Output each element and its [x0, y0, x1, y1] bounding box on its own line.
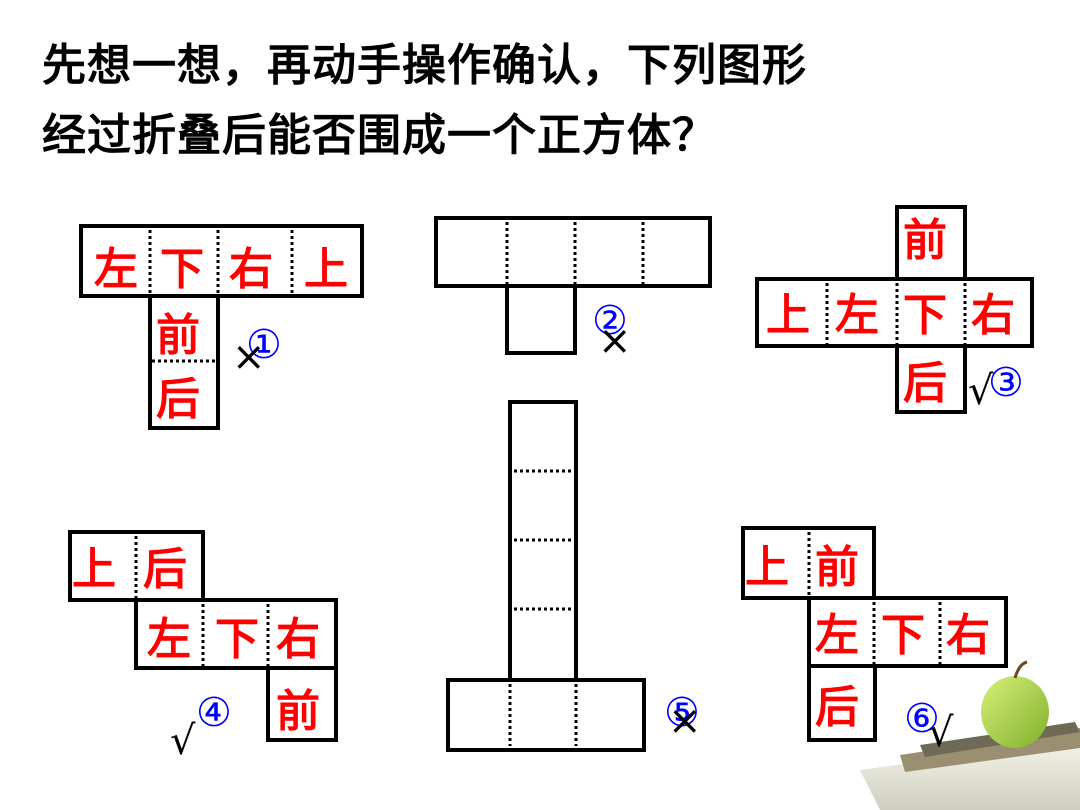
net-4 [68, 530, 338, 742]
face-down: 下 [903, 290, 947, 341]
face-up: 上 [72, 544, 116, 595]
face-right: 右 [276, 614, 320, 665]
apple-books-decoration [860, 660, 1080, 810]
face-front: 前 [815, 542, 859, 593]
face-down: 下 [881, 610, 925, 661]
net-2 [434, 216, 712, 355]
face-back: 后 [903, 358, 947, 409]
face-back: 后 [156, 374, 200, 425]
face-front: 前 [156, 310, 200, 361]
face-down: 下 [215, 614, 259, 665]
face-right: 右 [946, 610, 990, 661]
face-left: 左 [94, 244, 138, 295]
face-left: 左 [835, 290, 879, 341]
figure-number-5: ⑤ [664, 690, 700, 736]
face-up: 上 [766, 290, 810, 341]
face-right: 右 [229, 244, 273, 295]
net-3 [755, 205, 1034, 414]
net-1 [79, 224, 364, 430]
face-front: 前 [276, 686, 320, 737]
face-back: 后 [143, 544, 187, 595]
answer-mark-5: × [668, 698, 702, 744]
net-5 [446, 400, 646, 752]
face-up: 上 [304, 244, 348, 295]
question-line-1: 先想一想，再动手操作确认，下列图形 [42, 40, 807, 91]
figure-number-4: ④ [196, 690, 232, 736]
face-up: 上 [745, 542, 789, 593]
answer-mark-6: √ [928, 710, 954, 756]
face-left: 左 [815, 610, 859, 661]
answer-mark-1: × [232, 334, 266, 380]
figure-number-3: ③ [988, 360, 1024, 406]
answer-mark-3: √ [968, 368, 994, 414]
face-down: 下 [160, 244, 204, 295]
figure-number-2: ② [592, 298, 628, 344]
face-right: 右 [971, 290, 1015, 341]
answer-mark-4: √ [170, 718, 196, 764]
answer-mark-2: × [598, 318, 632, 364]
question-line-2: 经过折叠后能否围成一个正方体？ [42, 110, 717, 161]
face-left: 左 [147, 614, 191, 665]
face-back: 后 [815, 682, 859, 733]
net-6 [741, 526, 1008, 742]
figure-number-6: ⑥ [904, 696, 940, 742]
face-front: 前 [903, 215, 947, 266]
figure-number-1: ① [246, 322, 282, 368]
